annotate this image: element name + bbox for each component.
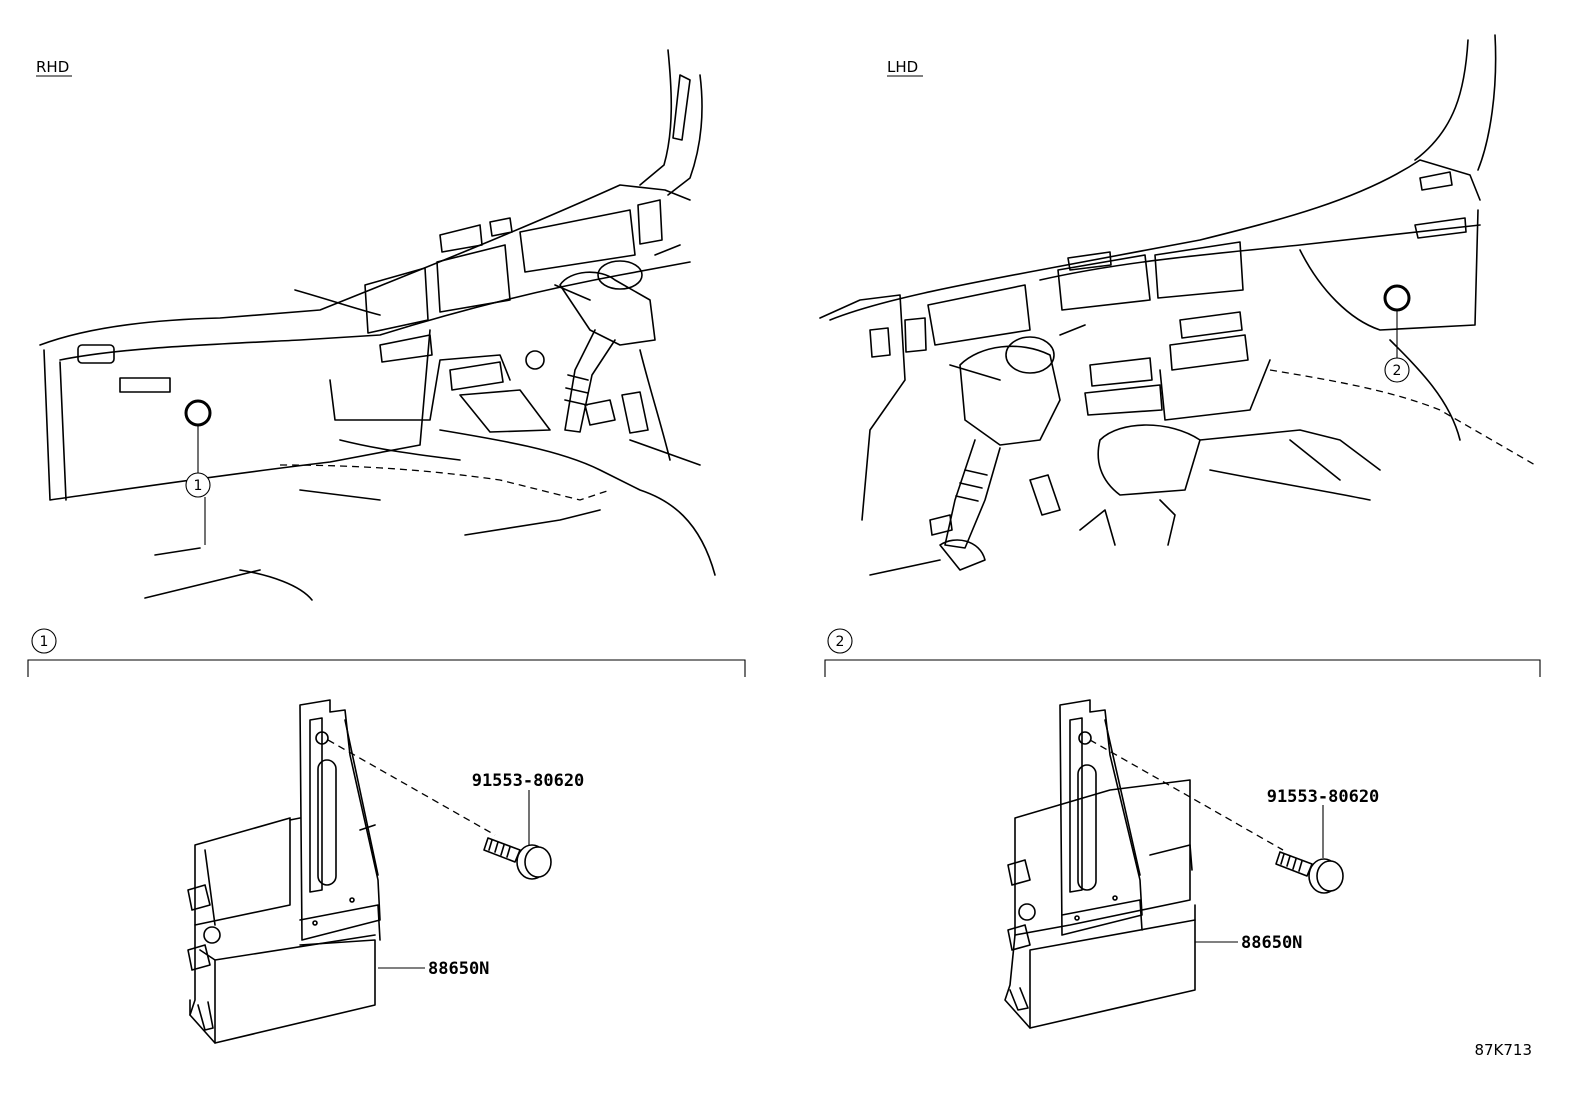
detail-callout-circle-2 xyxy=(827,628,853,654)
bolt-part-number-2: 91553-80620 xyxy=(1267,787,1380,807)
detail-callout-number-1: 1 xyxy=(40,634,49,650)
bolt-part-number-1: 91553-80620 xyxy=(472,771,585,791)
callout-circle-2 xyxy=(1384,357,1410,383)
detail-callout-number-2: 2 xyxy=(836,634,845,650)
rhd-label: RHD xyxy=(36,58,69,76)
callout-number-1: 1 xyxy=(194,478,203,494)
detail-1: 1 91553-80620 88650N xyxy=(27,628,746,1044)
ecu-part-number-1: 88650N xyxy=(428,959,489,979)
callout-circle-1 xyxy=(185,472,211,498)
callout-number-2: 2 xyxy=(1393,363,1402,379)
figure-code: 87K713 xyxy=(1474,1041,1532,1059)
detail-2: 2 91553-80620 88650N xyxy=(824,628,1541,1029)
detail-callout-circle-1 xyxy=(31,628,57,654)
ecu-part-number-2: 88650N xyxy=(1241,933,1302,953)
lhd-view: LHD xyxy=(819,34,1536,576)
lhd-label: LHD xyxy=(887,58,918,76)
rhd-view: RHD xyxy=(36,49,716,601)
